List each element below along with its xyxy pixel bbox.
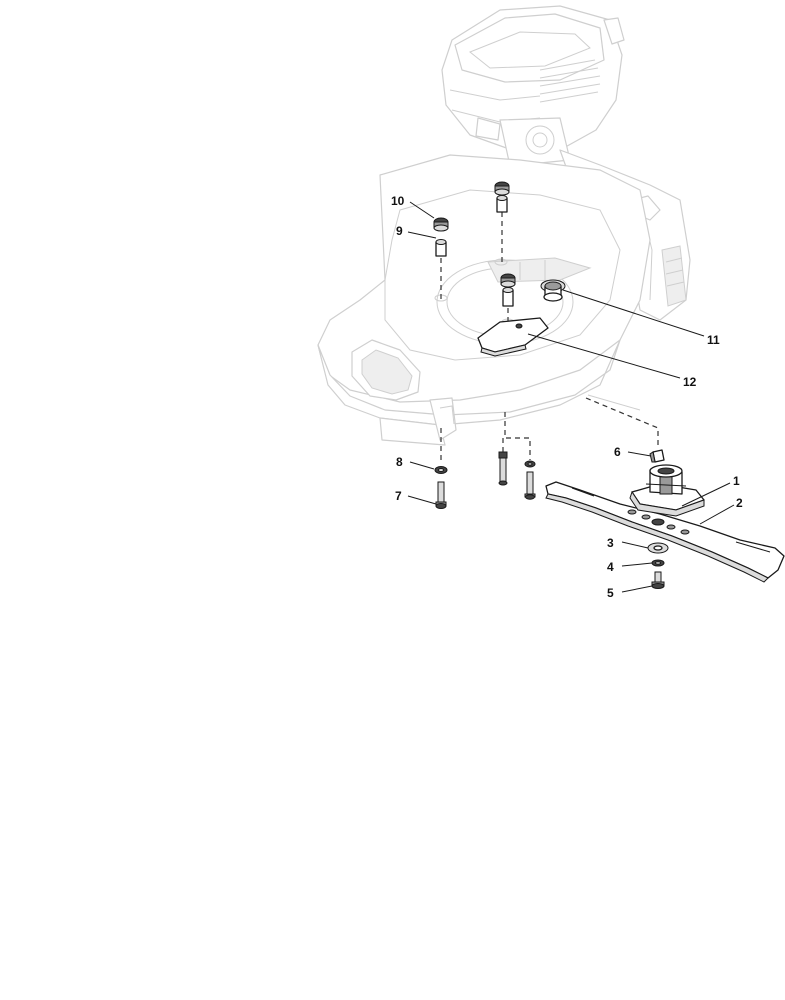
part-4-lock-washer[interactable] [651, 559, 665, 567]
callout-11: 11 [707, 333, 720, 347]
callout-2: 2 [736, 496, 743, 510]
center-lower-nut[interactable] [500, 273, 516, 288]
callout-10: 10 [391, 194, 405, 208]
callout-12: 12 [683, 375, 697, 389]
part-7-bolt[interactable] [435, 481, 447, 509]
part-9-spacer[interactable] [435, 239, 447, 257]
part-3-washer[interactable] [647, 542, 669, 554]
part-10-nut[interactable] [433, 217, 449, 232]
center-bolt-b[interactable] [524, 471, 536, 500]
center-upper-spacer[interactable] [496, 195, 508, 213]
part-12-deflector[interactable] [477, 317, 549, 357]
part-1-blade-adaptor[interactable] [629, 464, 705, 517]
callout-6: 6 [614, 445, 621, 459]
part-8-washer[interactable] [434, 466, 448, 474]
part-11-bushing[interactable] [540, 279, 566, 302]
leader-lines [407, 201, 735, 593]
center-bolt-a[interactable] [498, 451, 508, 486]
callout-5: 5 [607, 586, 614, 600]
part-2-blade[interactable] [545, 481, 785, 583]
callout-labels: 1 2 3 4 5 6 7 8 9 10 11 12 [391, 194, 743, 600]
mower-deck-ghost [317, 5, 691, 446]
center-lower-spacer[interactable] [502, 287, 514, 307]
part-5-bolt[interactable] [651, 571, 665, 589]
callout-8: 8 [396, 455, 403, 469]
center-upper-nut[interactable] [494, 181, 510, 196]
center-washer-b[interactable] [524, 460, 536, 468]
callout-4: 4 [607, 560, 614, 574]
callout-7: 7 [395, 489, 402, 503]
callout-1: 1 [733, 474, 740, 488]
callout-9: 9 [396, 224, 403, 238]
part-6-key[interactable] [649, 449, 665, 463]
callout-3: 3 [607, 536, 614, 550]
